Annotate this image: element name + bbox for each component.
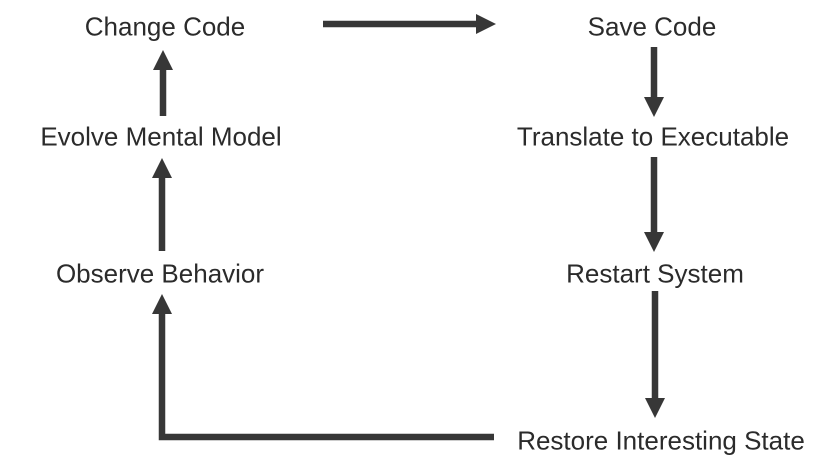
node-change-code: Change Code — [84, 11, 246, 42]
arrow-restart-to-restore — [645, 291, 665, 418]
arrow-restore-to-observe — [152, 294, 494, 441]
node-restore-interesting-state: Restore Interesting State — [517, 425, 805, 456]
arrow-change-to-save — [323, 14, 496, 34]
node-observe-behavior: Observe Behavior — [55, 258, 265, 289]
node-evolve-mental-model: Evolve Mental Model — [40, 121, 282, 152]
node-translate-to-executable: Translate to Executable — [516, 121, 790, 152]
arrow-evolve-to-change — [153, 50, 173, 116]
arrow-translate-to-restart — [644, 157, 664, 252]
node-save-code: Save Code — [587, 11, 717, 42]
arrow-observe-to-evolve — [152, 158, 172, 251]
arrow-save-to-translate — [644, 47, 664, 117]
node-restart-system: Restart System — [566, 258, 744, 289]
